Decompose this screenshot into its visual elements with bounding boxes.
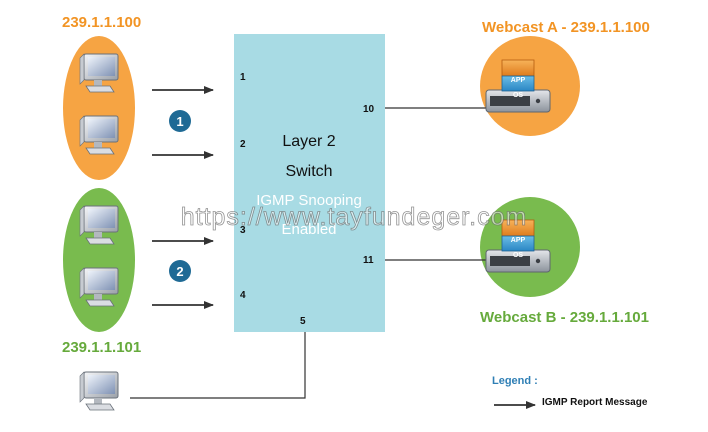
port-4-label: 4 <box>240 290 246 301</box>
port-3-label: 3 <box>240 225 246 236</box>
group1-badge <box>169 110 191 132</box>
port-5-label: 5 <box>300 316 306 327</box>
legend-title: Legend : <box>492 375 538 387</box>
switch-title-line2: Switch <box>285 163 332 180</box>
server-a-box-bottom: OS <box>513 92 523 99</box>
group2-label: 239.1.1.101 <box>62 339 141 356</box>
server-b-box-top: APP <box>511 237 526 244</box>
port-5-link <box>130 332 306 399</box>
group2-badge-label: 2 <box>176 264 183 279</box>
legend-arrow-label: IGMP Report Message <box>542 397 648 408</box>
layer2-switch <box>234 34 385 332</box>
group1-badge-label: 1 <box>176 114 183 129</box>
server-b-box-bottom: OS <box>513 252 523 259</box>
group1-label: 239.1.1.100 <box>62 14 141 31</box>
server-a-box-top: APP <box>511 77 526 84</box>
group2-badge <box>169 260 191 282</box>
port-10-label: 10 <box>363 104 375 115</box>
switch-title-line1: Layer 2 <box>282 133 335 150</box>
webcast-a-label: Webcast A - 239.1.1.100 <box>482 19 650 36</box>
webcast-b-label: Webcast B - 239.1.1.101 <box>480 309 649 326</box>
port-11-label: 11 <box>363 255 374 266</box>
switch-feature-line1: IGMP Snooping <box>256 192 362 209</box>
watermark: https://www.tayfundeger.com <box>181 203 528 231</box>
client-monitor-5-icon <box>79 371 119 411</box>
switch-feature-line2: Enabled <box>281 221 336 238</box>
port-1-label: 1 <box>240 72 246 83</box>
port-2-label: 2 <box>240 139 246 150</box>
